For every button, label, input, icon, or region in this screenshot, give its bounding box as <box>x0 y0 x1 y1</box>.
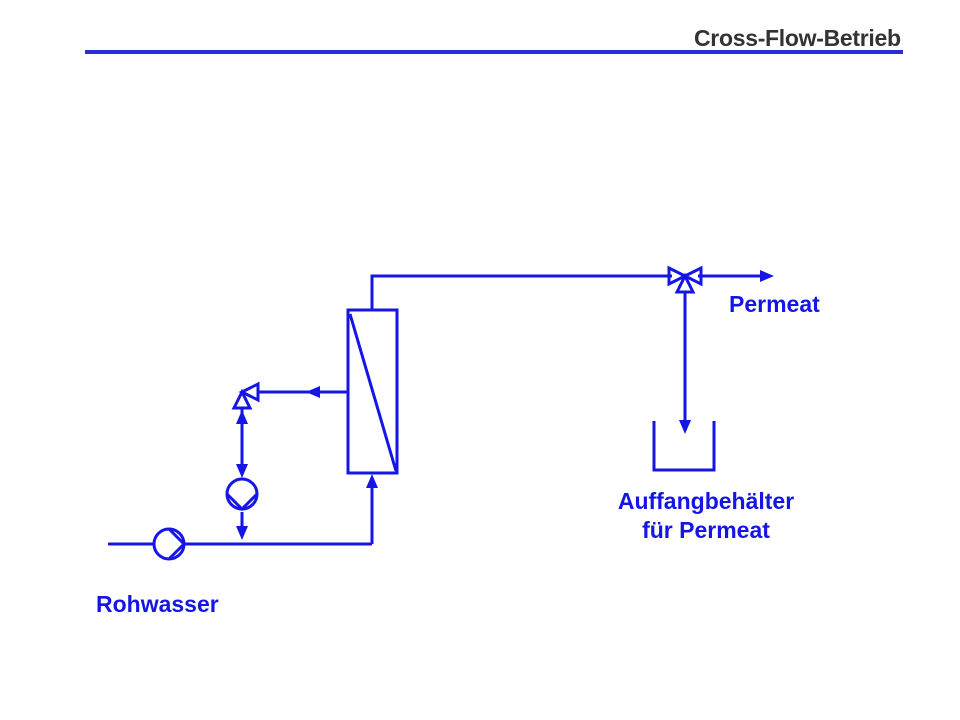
circulation-pump-triangle <box>225 492 259 512</box>
permeat-label: Permeat <box>729 291 820 317</box>
collection-tank-label-line2: für Permeat <box>642 517 770 543</box>
flow-arrow-tank <box>679 420 691 434</box>
flow-arrow-retentate <box>306 386 320 398</box>
flow-arrow-down-to-main <box>236 526 248 540</box>
slide-title: Cross-Flow-Betrieb <box>694 25 901 51</box>
circulation-pump-symbol <box>225 477 259 511</box>
collection-tank-symbol <box>652 421 716 472</box>
collection-tank-label-line1: Auffangbehälter <box>617 488 795 514</box>
raw-water-label: Rohwasser <box>96 591 219 617</box>
feed-pump-triangle <box>167 527 187 561</box>
three-way-valve-right-left <box>667 265 689 287</box>
three-way-valve-right-down <box>674 272 696 294</box>
flow-arrow-module-feed <box>366 474 378 488</box>
flow-arrow-down-to-pump <box>236 464 248 478</box>
membrane-diagonal <box>348 313 398 472</box>
three-way-valve-left-down <box>231 388 253 410</box>
header-rule <box>85 50 903 54</box>
three-way-valve-left-right <box>238 381 260 403</box>
flow-arrow-up-to-valve <box>236 410 248 424</box>
feed-pump-symbol <box>152 527 186 561</box>
collection-tank-label: Auffangbehälter für Permeat <box>598 487 814 545</box>
flow-arrow-permeat <box>760 270 774 282</box>
three-way-valve-right-right <box>681 265 703 287</box>
permeate-line <box>370 274 672 310</box>
